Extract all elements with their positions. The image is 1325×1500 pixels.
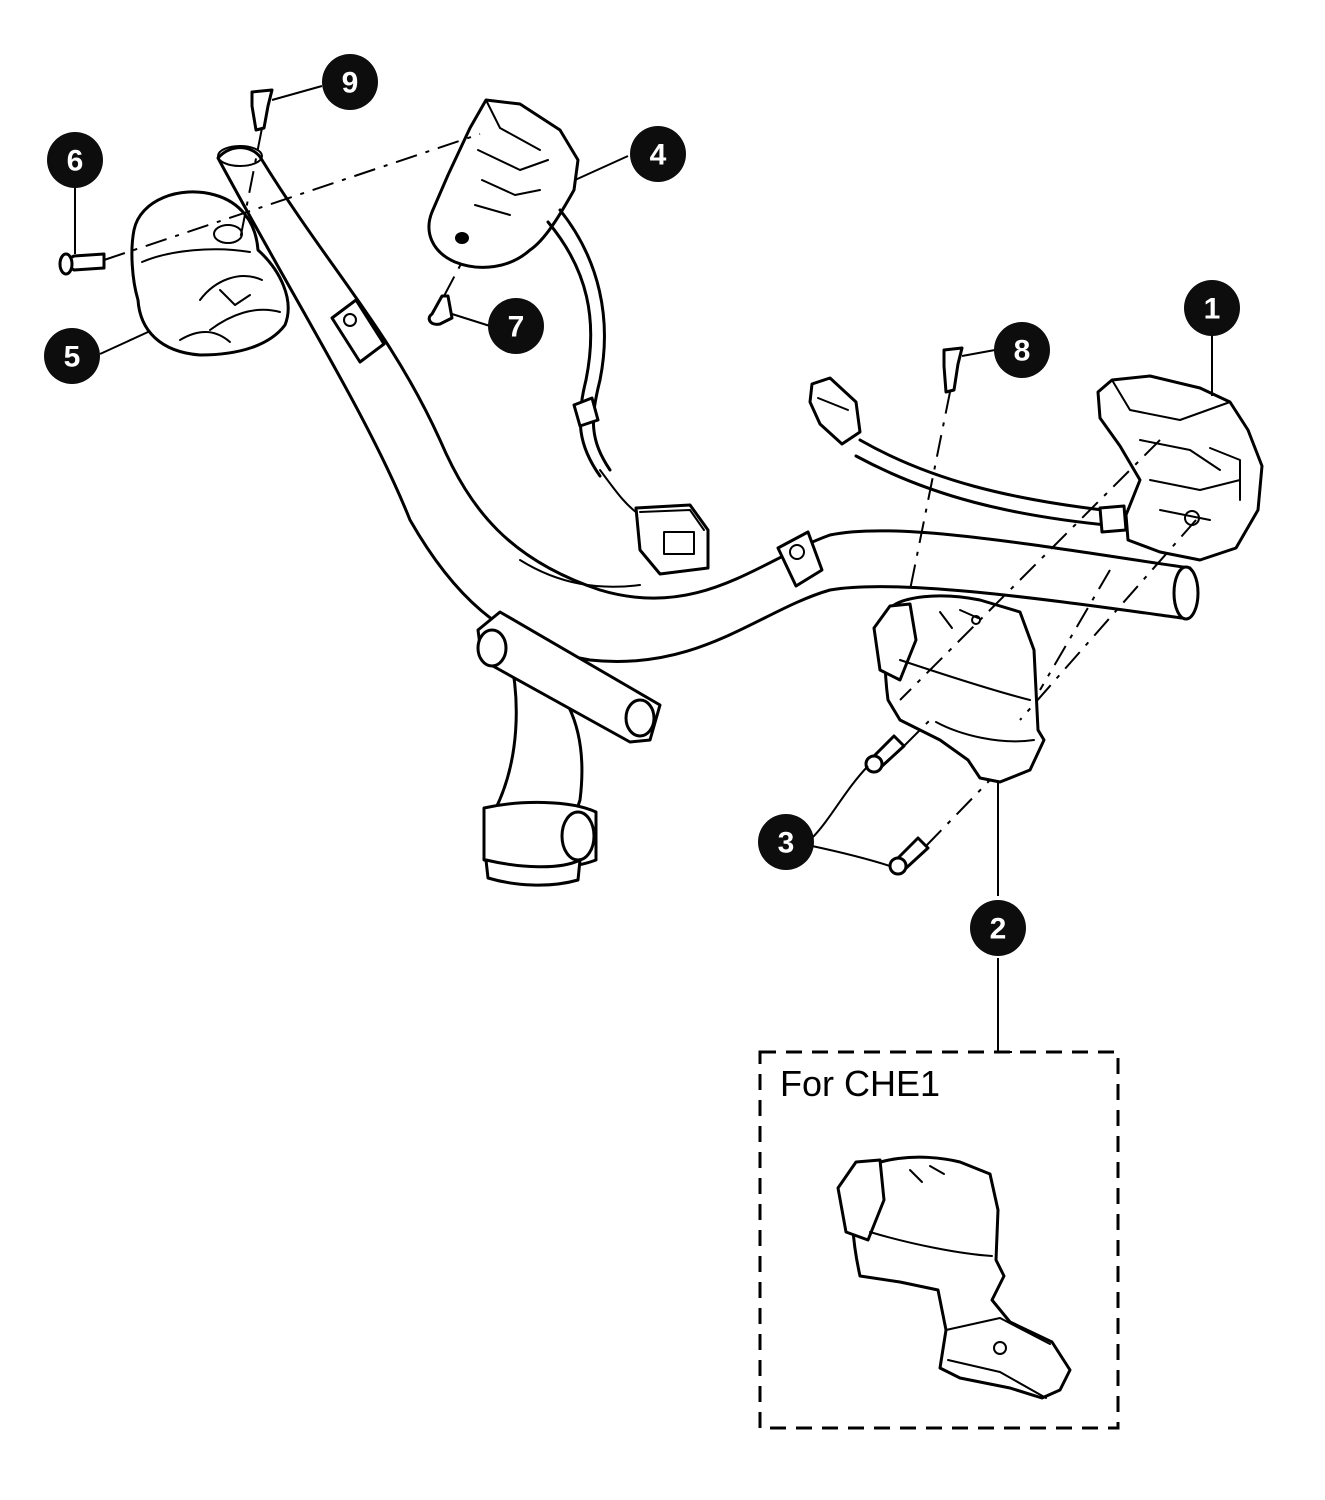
- callout-8: 8: [994, 322, 1050, 378]
- callout-3: 3: [758, 814, 814, 870]
- leader-lines: [74, 85, 1213, 1053]
- handlebar: [216, 145, 1200, 663]
- upper-switch-assembly: [427, 98, 710, 576]
- svg-text:5: 5: [64, 341, 81, 374]
- left-switch-housing: [130, 190, 290, 357]
- callout-7: 7: [488, 298, 544, 354]
- lever-housing-main: [872, 594, 1046, 784]
- che1-lever-housing: [836, 1155, 1072, 1400]
- svg-text:3: 3: [778, 827, 795, 860]
- screw-8: [942, 346, 964, 394]
- callout-1: 1: [1184, 280, 1240, 336]
- svg-text:6: 6: [67, 145, 84, 178]
- callout-9: 9: [322, 54, 378, 110]
- right-switch-assembly: [808, 374, 1264, 562]
- assembly-lines: [103, 127, 1197, 847]
- callout-4: 4: [630, 126, 686, 182]
- callout-5: 5: [44, 328, 100, 384]
- fork-mount: [476, 610, 662, 887]
- callout-2: 2: [970, 900, 1026, 956]
- screw-9: [250, 88, 274, 132]
- screw-7: [427, 294, 454, 326]
- svg-text:7: 7: [508, 311, 525, 344]
- inset-frame: [758, 1050, 1120, 1430]
- callout-6: 6: [47, 132, 103, 188]
- svg-text:9: 9: [342, 67, 359, 100]
- svg-text:8: 8: [1014, 335, 1031, 368]
- che1-inset: For CHE1: [758, 1050, 1120, 1430]
- svg-text:1: 1: [1204, 293, 1221, 326]
- svg-text:4: 4: [650, 139, 667, 172]
- inset-title: For CHE1: [780, 1063, 940, 1104]
- svg-text:2: 2: [990, 913, 1007, 946]
- screws: [58, 88, 964, 876]
